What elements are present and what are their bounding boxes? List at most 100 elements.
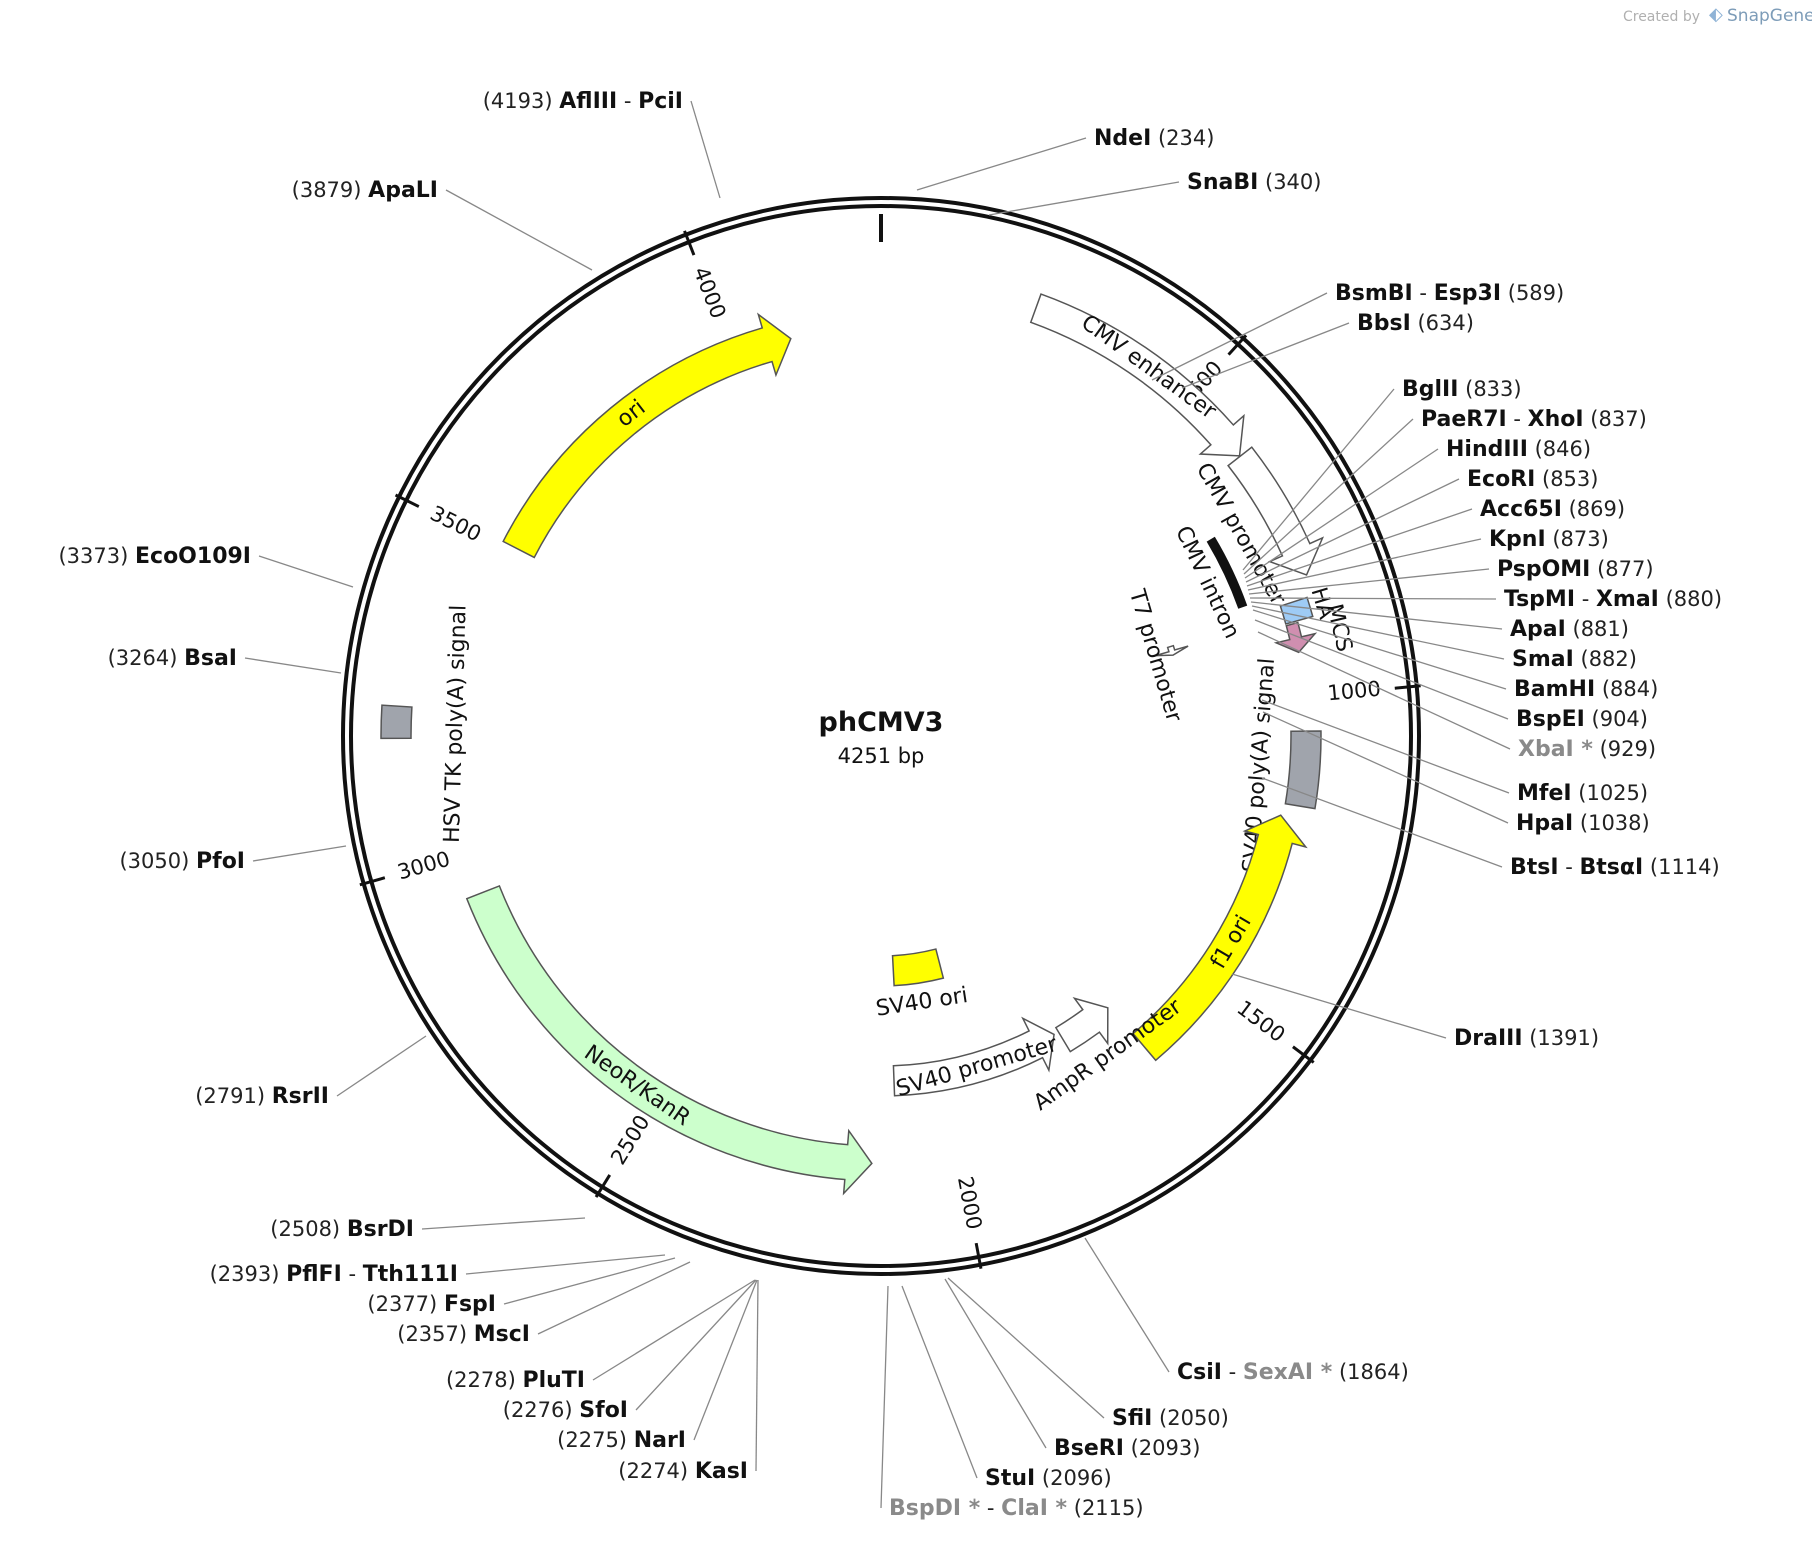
- site-apali[interactable]: (3879) ApaLI: [292, 178, 593, 271]
- site-sfii[interactable]: SfiI (2050): [947, 1277, 1229, 1431]
- enzyme-name: PflFI: [286, 1262, 342, 1287]
- enzyme-name: KasI: [695, 1459, 748, 1484]
- site-snabi[interactable]: SnaBI (340): [988, 170, 1321, 216]
- site-kasi[interactable]: (2274) KasI: [618, 1279, 759, 1484]
- site-stui[interactable]: StuI (2096): [901, 1285, 1112, 1491]
- site-label: BspDI * - ClaI * (2115): [889, 1496, 1144, 1521]
- enzyme-name: PluTI: [522, 1368, 585, 1393]
- enzyme-name: SfoI: [579, 1398, 628, 1423]
- site-msci[interactable]: (2357) MscI: [397, 1261, 691, 1347]
- site-pfoi[interactable]: (3050) PfoI: [119, 845, 347, 874]
- enzyme-name: CsiI: [1177, 1360, 1222, 1385]
- site-kpni[interactable]: KpnI (873): [1247, 527, 1609, 591]
- site-connector: [1243, 418, 1414, 575]
- site-coordinate: (234): [1158, 126, 1214, 150]
- credit-brand: SnapGene: [1727, 6, 1812, 26]
- site-bsai[interactable]: (3264) BsaI: [108, 646, 342, 674]
- site-coordinate: (2508): [270, 1217, 340, 1241]
- site-connector: [947, 1277, 1105, 1419]
- site-bseri[interactable]: BseRI (2093): [944, 1278, 1200, 1461]
- tick-mark: [394, 493, 420, 508]
- site-connector: [244, 657, 342, 674]
- site-paer7i-xhoi[interactable]: PaeR7I - XhoI (837): [1243, 407, 1647, 575]
- enzyme-name: XmaI: [1596, 587, 1659, 612]
- site-ecori[interactable]: EcoRI (853): [1245, 467, 1598, 583]
- site-connector: [503, 1257, 676, 1305]
- site-connector: [1248, 568, 1490, 595]
- site-label: SmaI (882): [1512, 647, 1637, 672]
- tick-label: 1000: [1326, 677, 1381, 706]
- site-label: BtsI - BtsαI (1114): [1510, 855, 1720, 880]
- site-label: (2377) FspI: [367, 1292, 496, 1317]
- site-connector: [1261, 699, 1510, 794]
- site-apai[interactable]: ApaI (881): [1250, 601, 1629, 642]
- site-sfoi[interactable]: (2276) SfoI: [503, 1279, 757, 1423]
- site-coordinate: (2096): [1042, 1466, 1112, 1490]
- site-bamhi[interactable]: BamHI (884): [1252, 609, 1658, 702]
- tick-label: 2500: [606, 1111, 655, 1169]
- site-nari[interactable]: (2275) NarI: [557, 1279, 758, 1453]
- site-connector: [445, 189, 593, 271]
- site-pflfi-tth111i[interactable]: (2393) PflFI - Tth111I: [210, 1254, 666, 1287]
- restriction-sites: (4193) AflIII - PciI NdeI (234) SnaBI (340…: [58, 89, 1722, 1521]
- site-connector: [880, 1285, 889, 1509]
- feature-hsv-tk-poly-a-signal[interactable]: HSV TK poly(A) signal: [380, 604, 472, 843]
- site-tspmi-xmai[interactable]: TspMI - XmaI (880): [1249, 587, 1722, 612]
- site-fspi[interactable]: (2377) FspI: [367, 1257, 676, 1317]
- site-connector: [1231, 973, 1447, 1039]
- site-coordinate: (877): [1597, 557, 1653, 581]
- site-label: (2357) MscI: [397, 1322, 530, 1347]
- site-bsrdi[interactable]: (2508) BsrDI: [270, 1217, 586, 1242]
- site-coordinate: (589): [1508, 281, 1564, 305]
- snapgene-logo-icon: ⬖: [1709, 4, 1723, 25]
- feature-shape: [891, 948, 945, 987]
- site-connector: [755, 1279, 759, 1472]
- site-draiii[interactable]: DraIII (1391): [1231, 973, 1599, 1051]
- credit-text: Created by: [1623, 9, 1700, 25]
- site-hpai[interactable]: HpaI (1038): [1262, 711, 1650, 836]
- site-afliii-pcii[interactable]: (4193) AflIII - PciI: [483, 89, 721, 199]
- site-coordinate: (634): [1417, 311, 1473, 335]
- site-smai[interactable]: SmaI (882): [1251, 605, 1637, 672]
- site-pluti[interactable]: (2278) PluTI: [446, 1279, 756, 1393]
- site-label: BglII (833): [1402, 377, 1522, 402]
- site-rsrii[interactable]: (2791) RsrII: [195, 1035, 427, 1109]
- site-label: (3050) PfoI: [119, 849, 245, 874]
- site-connector: [1250, 601, 1503, 630]
- site-label: NdeI (234): [1094, 126, 1214, 151]
- site-bglii[interactable]: BglII (833): [1242, 377, 1522, 571]
- site-bsmbi-esp3i[interactable]: BsmBI - Esp3I (589): [1151, 281, 1564, 381]
- site-coordinate: (2274): [618, 1459, 688, 1483]
- site-pspomi[interactable]: PspOMI (877): [1248, 557, 1654, 595]
- site-bspei[interactable]: BspEI (904): [1254, 619, 1648, 732]
- site-mfei[interactable]: MfeI (1025): [1261, 699, 1648, 806]
- feature-neor-kanr[interactable]: NeoR/KanR: [465, 884, 873, 1196]
- feature-t7-promoter[interactable]: T7 promoter: [1124, 586, 1189, 726]
- site-csii-sexai[interactable]: CsiI - SexAI * (1864): [1084, 1237, 1409, 1385]
- site-xbai[interactable]: XbaI * (929): [1257, 631, 1656, 762]
- site-label: SnaBI (340): [1187, 170, 1321, 195]
- feature-label: T7 promoter: [1124, 586, 1187, 726]
- feature-sv40-ori[interactable]: SV40 ori: [874, 948, 970, 1022]
- enzyme-name: PspOMI: [1497, 557, 1590, 582]
- feature-shape: [1206, 536, 1248, 609]
- tick-mark: [359, 876, 386, 887]
- enzyme-name: BbsI: [1357, 311, 1411, 336]
- site-bspdi-clai[interactable]: BspDI * - ClaI * (2115): [880, 1285, 1144, 1521]
- site-acc65i[interactable]: Acc65I (869): [1246, 497, 1625, 587]
- site-btsi-bts-i[interactable]: BtsI - BtsαI (1114): [1261, 777, 1720, 880]
- site-connector: [1246, 508, 1473, 587]
- site-ecoo109i[interactable]: (3373) EcoO109I: [58, 544, 354, 588]
- site-ndei[interactable]: NdeI (234): [916, 126, 1214, 191]
- site-coordinate: (880): [1666, 587, 1722, 611]
- site-hindiii[interactable]: HindIII (846): [1244, 437, 1591, 579]
- site-bbsi[interactable]: BbsI (634): [1181, 311, 1474, 389]
- feature-sv40-promoter[interactable]: SV40 promoter: [892, 1016, 1061, 1102]
- plasmid-size: 4251 bp: [838, 744, 925, 768]
- site-label: BsmBI - Esp3I (589): [1335, 281, 1564, 306]
- feature-ori[interactable]: ori: [502, 312, 792, 559]
- site-label: BseRI (2093): [1054, 1436, 1200, 1461]
- enzyme-name: Esp3I: [1434, 281, 1501, 306]
- feature-shape: [1132, 814, 1308, 1062]
- site-label: (2275) NarI: [557, 1428, 686, 1453]
